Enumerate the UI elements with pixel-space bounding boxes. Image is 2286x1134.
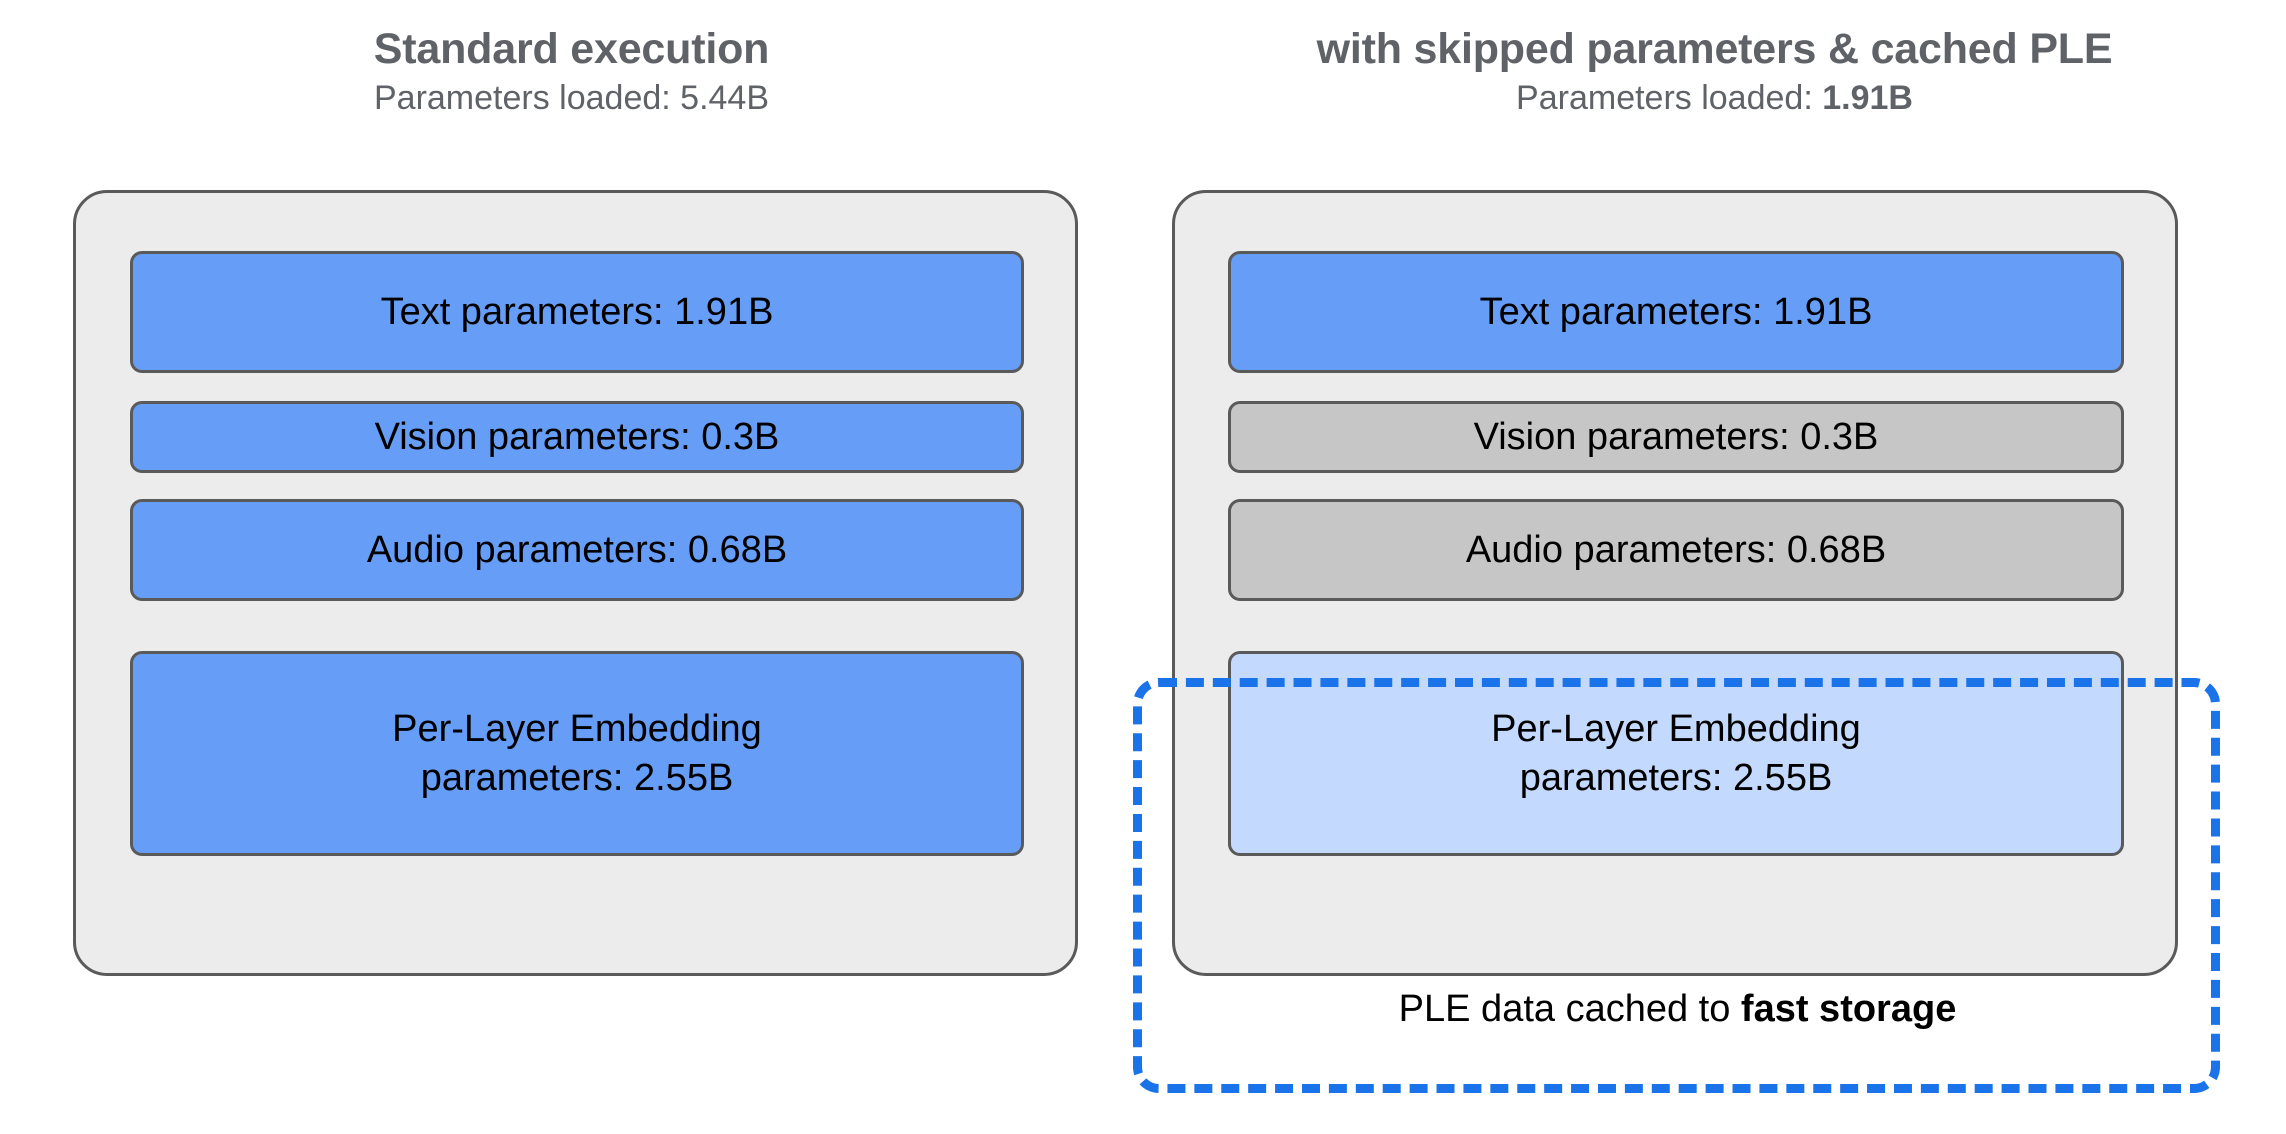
panel-title-skipped-and-cached: with skipped parameters & cached PLE [1316,25,2113,73]
ple-line-2-optimized: parameters: 2.55B [1519,756,1833,799]
subtitle-label-right: Parameters loaded: [1516,79,1823,117]
subtitle-value-right: 1.91B [1822,79,1913,117]
subtitle-label-left: Parameters loaded: [373,79,681,117]
ple-line-2-standard: parameters: 2.55B [420,756,734,799]
ple-line-1-standard: Per-Layer Embedding [392,707,762,750]
block-text-parameters-optimized: Text parameters: 1.91B [1228,251,2124,373]
model-container-standard: Text parameters: 1.91B Vision parameters… [73,190,1078,976]
block-audio-parameters-optimized: Audio parameters: 0.68B [1228,499,2124,601]
block-ple-parameters-optimized: Per-Layer Embedding parameters: 2.55B [1228,651,2124,856]
block-text-parameters-standard: Text parameters: 1.91B [130,251,1024,373]
panel-subtitle-standard-execution: Parameters loaded: 5.44B [0,79,1143,117]
block-ple-parameters-standard: Per-Layer Embedding parameters: 2.55B [130,651,1024,856]
panel-subtitle-skipped-and-cached: Parameters loaded: 1.91B [1143,79,2286,117]
panel-standard-execution: Standard execution Parameters loaded: 5.… [0,25,1143,976]
ple-label-optimized: Per-Layer Embedding parameters: 2.55B [1491,705,1861,802]
block-vision-parameters-optimized: Vision parameters: 0.3B [1228,401,2124,473]
ple-label-standard: Per-Layer Embedding parameters: 2.55B [392,705,762,802]
ple-line-1-optimized: Per-Layer Embedding [1491,707,1861,750]
cache-caption-emphasis: fast storage [1740,988,1957,1030]
panel-skipped-and-cached: with skipped parameters & cached PLE Par… [1143,0,2286,1134]
cache-highlight-caption: PLE data cached to fast storage [1160,987,2195,1033]
block-vision-parameters-standard: Vision parameters: 0.3B [130,401,1024,473]
subtitle-value-left: 5.44B [680,79,770,117]
panel-title-standard-execution: Standard execution [373,25,770,73]
cache-caption-prefix: PLE data cached to [1398,988,1741,1030]
model-container-optimized: Text parameters: 1.91B Vision parameters… [1172,190,2178,976]
block-audio-parameters-standard: Audio parameters: 0.68B [130,499,1024,601]
